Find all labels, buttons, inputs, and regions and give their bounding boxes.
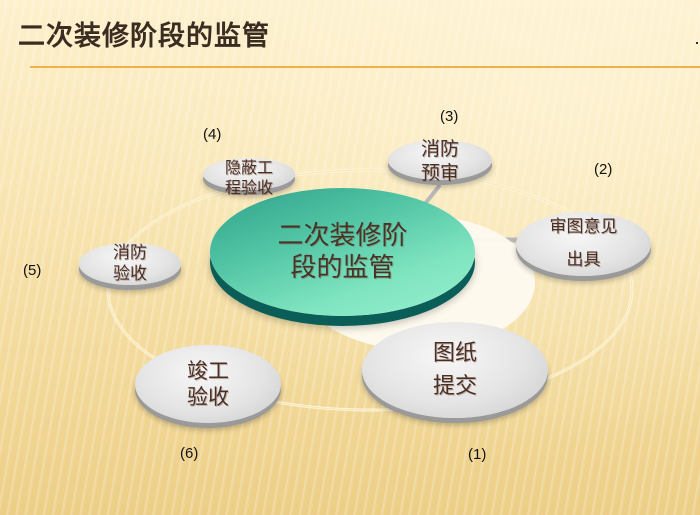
node-line-2: 程验收 (224, 178, 273, 197)
node-review-opinion: 审图意见 出具 (516, 212, 651, 276)
node-drawing-submission: 图纸 提交 (362, 322, 548, 418)
node-line-1: 审图意见 (549, 216, 618, 237)
node-line-1: 隐蔽工 (224, 158, 273, 177)
node-line-2: 出具 (566, 250, 601, 270)
node-concealed-works-acceptance: 隐蔽工 程验收 (203, 158, 295, 197)
node-line-1: 消防 (420, 138, 459, 161)
step-label-3: (3) (440, 108, 459, 125)
node-fire-acceptance: 消防 验收 (79, 243, 181, 285)
node-line-2: 验收 (187, 385, 229, 409)
step-label-2: (2) (594, 161, 613, 178)
center-line-2: 段的监管 (290, 253, 395, 283)
step-label-6: (6) (180, 445, 199, 462)
node-line-1: 消防 (113, 242, 147, 263)
node-fire-pre-review: 消防 预审 (388, 138, 492, 184)
node-line-1: 图纸 (432, 340, 477, 366)
slide-title: 二次装修阶段的监管 (18, 21, 270, 52)
step-label-5: (5) (23, 262, 42, 279)
title-underline (30, 66, 700, 68)
step-label-1: (1) (468, 446, 487, 463)
node-completion-acceptance: 竣工 验收 (135, 345, 281, 423)
corner-mark (696, 42, 698, 44)
step-label-4: (4) (203, 126, 222, 143)
center-line-1: 二次装修阶 (277, 220, 408, 251)
node-line-2: 提交 (432, 374, 477, 399)
node-line-2: 验收 (113, 264, 147, 284)
node-line-2: 预审 (420, 162, 459, 184)
node-line-1: 竣工 (187, 358, 229, 383)
center-node: 二次装修阶 段的监管 (210, 188, 475, 316)
